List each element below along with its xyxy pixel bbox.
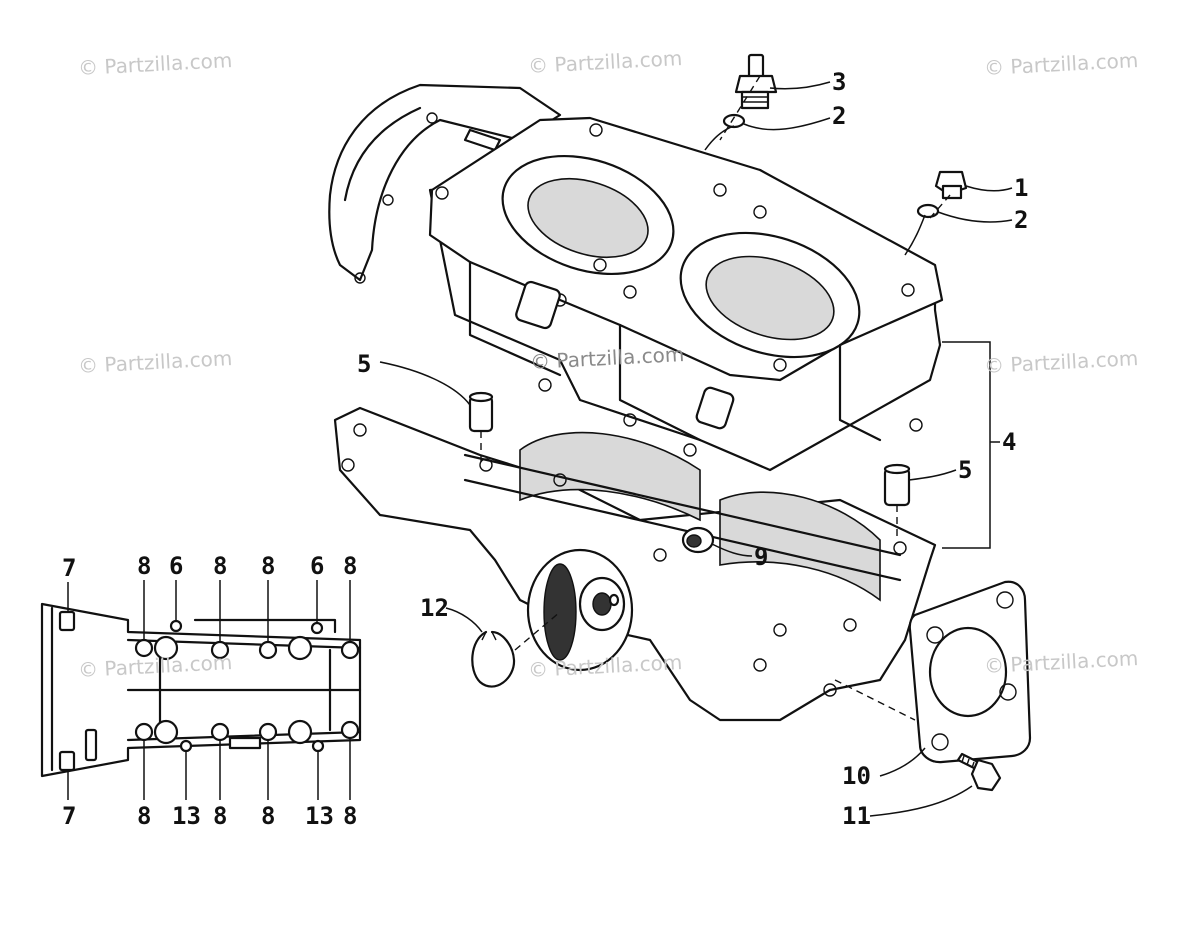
- callout-2: 2: [832, 102, 847, 130]
- dowel-pin-right: [883, 463, 911, 507]
- inset-callout-8: 8: [261, 802, 276, 830]
- inset-callout-8: 8: [213, 802, 228, 830]
- callout-5: 5: [958, 456, 973, 484]
- inset-callout-7: 7: [62, 554, 77, 582]
- inset-callout-13: 13: [305, 802, 334, 830]
- callout-1: 1: [1014, 174, 1029, 202]
- inset-bottom-view: [40, 580, 362, 800]
- plug-3: [734, 53, 778, 110]
- callout-4: 4: [1002, 428, 1017, 456]
- callout-3: 3: [832, 68, 847, 96]
- inset-callout-6: 6: [169, 552, 184, 580]
- bolt-11: [956, 752, 1002, 792]
- inset-callout-8: 8: [261, 552, 276, 580]
- inset-callout-8: 8: [137, 802, 152, 830]
- gasket-plate: [908, 580, 1032, 764]
- callout-12: 12: [420, 594, 449, 622]
- callout-11: 11: [842, 802, 871, 830]
- inset-callout-8: 8: [343, 552, 358, 580]
- washer-2-upper: [722, 113, 746, 129]
- washer-2-right: [916, 203, 940, 219]
- leader-lines: [379, 75, 1013, 817]
- callout-2: 2: [1014, 206, 1029, 234]
- inset-callout-13: 13: [172, 802, 201, 830]
- snap-ring: [471, 630, 516, 688]
- inset-callout-7: 7: [62, 802, 77, 830]
- inset-callout-6: 6: [310, 552, 325, 580]
- lower-crankcase: [333, 406, 937, 722]
- inset-callout-8: 8: [137, 552, 152, 580]
- callout-9: 9: [754, 543, 769, 571]
- inset-callout-8: 8: [343, 802, 358, 830]
- inset-callout-8: 8: [213, 552, 228, 580]
- callout-10: 10: [842, 762, 871, 790]
- callout-5: 5: [357, 350, 372, 378]
- bushing-sleeve: [681, 526, 715, 554]
- dowel-pin-left: [468, 391, 494, 433]
- plug-1: [934, 170, 968, 200]
- upper-crankcase: [328, 83, 944, 472]
